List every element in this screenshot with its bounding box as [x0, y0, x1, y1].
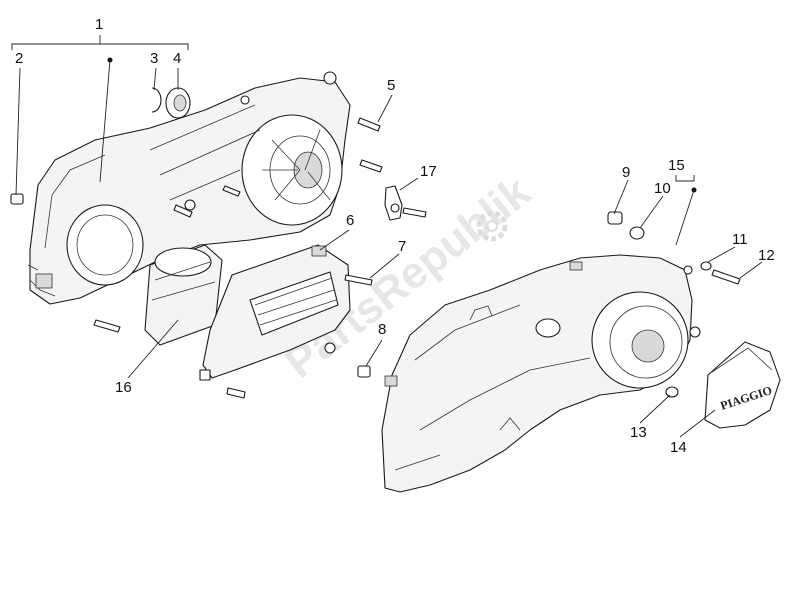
nut-part-8[interactable] [357, 365, 371, 378]
inner-crankcase-cover[interactable] [27, 71, 351, 305]
callout-5: 5 [387, 77, 395, 94]
callout-9: 9 [622, 164, 630, 181]
callout-8: 8 [378, 321, 386, 338]
intake-cover-part-6[interactable] [199, 244, 351, 399]
watermark-gear-icon [476, 210, 508, 242]
bracket-part-17[interactable] [384, 185, 427, 221]
nut-part-13[interactable] [665, 386, 679, 398]
callout-4: 4 [173, 50, 181, 67]
washer-part-11[interactable] [700, 261, 712, 271]
callout-1: 1 [95, 16, 103, 33]
callout-13: 13 [630, 424, 647, 441]
callout-7: 7 [398, 238, 406, 255]
callout-12: 12 [758, 247, 775, 264]
callout-labels: 1 2 3 4 5 6 7 8 9 10 11 12 13 14 15 16 1… [15, 16, 775, 456]
bearing-part-4[interactable] [165, 87, 191, 119]
callout-14: 14 [670, 439, 687, 456]
filter-sleeve-part-16[interactable] [144, 244, 223, 346]
bolt-part-12[interactable] [711, 269, 741, 285]
logo-cover-part-14[interactable]: PIAGGIO [704, 341, 781, 429]
seal-part-10[interactable] [629, 226, 645, 240]
circlip-part-3[interactable] [151, 87, 162, 113]
callout-15: 15 [668, 157, 685, 174]
outer-transmission-cover[interactable] [381, 254, 701, 493]
plug-part-9[interactable] [607, 211, 623, 225]
bolt-part-5[interactable] [93, 117, 383, 333]
leader-lines [11, 35, 763, 438]
callout-2: 2 [15, 50, 23, 67]
callout-16: 16 [115, 379, 132, 396]
callout-11: 11 [732, 231, 748, 248]
callout-10: 10 [654, 180, 671, 197]
screw-part-2[interactable] [10, 193, 24, 205]
bolt-part-7[interactable] [344, 274, 373, 286]
callout-3: 3 [150, 50, 158, 67]
callout-6: 6 [346, 212, 354, 229]
callout-17: 17 [420, 163, 437, 180]
